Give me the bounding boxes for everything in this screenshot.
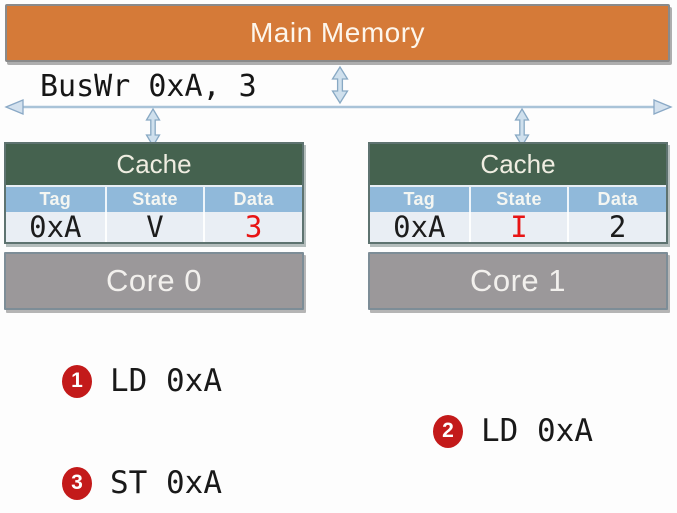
main-memory-box: Main Memory: [5, 4, 670, 62]
cache1-data-row: 0xA I 2: [370, 212, 666, 242]
cache1-bus-double-arrow-icon: [514, 107, 530, 148]
cache0-tag-value: 0xA: [29, 210, 82, 244]
core1-box: Core 1: [368, 252, 668, 310]
cache0-state-value: V: [104, 212, 204, 242]
cache1-state-value: I: [468, 212, 568, 242]
step-3-number-badge: 3: [62, 466, 92, 500]
cache0-col-state: State: [104, 187, 204, 212]
cache0-col-tag: Tag: [39, 189, 72, 209]
bus-transaction-label: BusWr 0xA, 3: [40, 69, 257, 104]
cache0-table: Cache Tag State Data 0xA V 3: [4, 142, 304, 244]
cache1-data-value: 2: [567, 212, 666, 242]
step-3-operation: ST 0xA: [110, 465, 222, 501]
cache1-col-state: State: [468, 187, 568, 212]
cache0-title: Cache: [6, 144, 302, 185]
cache0-bus-double-arrow-icon: [145, 107, 161, 148]
core0-label: Core 0: [105, 263, 203, 298]
cache1-col-tag: Tag: [403, 189, 436, 209]
step-1-number-badge: 1: [62, 364, 92, 398]
cache0-data-value: 3: [203, 212, 302, 242]
core1-label: Core 1: [469, 263, 567, 298]
memory-bus-double-arrow-icon: [331, 65, 349, 105]
cache1-title: Cache: [370, 144, 666, 185]
core0-box: Core 0: [4, 252, 304, 310]
step-2-operation: LD 0xA: [481, 413, 593, 449]
cache0-data-row: 0xA V 3: [6, 212, 302, 242]
cache0-header-row: Tag State Data: [6, 185, 302, 212]
cache1-tag-value: 0xA: [393, 210, 446, 244]
cache0-col-data: Data: [203, 187, 302, 212]
step-1-operation: LD 0xA: [110, 363, 222, 399]
step-2-number-badge: 2: [433, 414, 463, 448]
cache1-table: Cache Tag State Data 0xA I 2: [368, 142, 668, 244]
cache1-col-data: Data: [567, 187, 666, 212]
main-memory-label: Main Memory: [249, 17, 426, 48]
cache1-header-row: Tag State Data: [370, 185, 666, 212]
step-3: 3 ST 0xA: [62, 466, 222, 500]
step-2: 2 LD 0xA: [433, 414, 593, 448]
step-1: 1 LD 0xA: [62, 364, 222, 398]
